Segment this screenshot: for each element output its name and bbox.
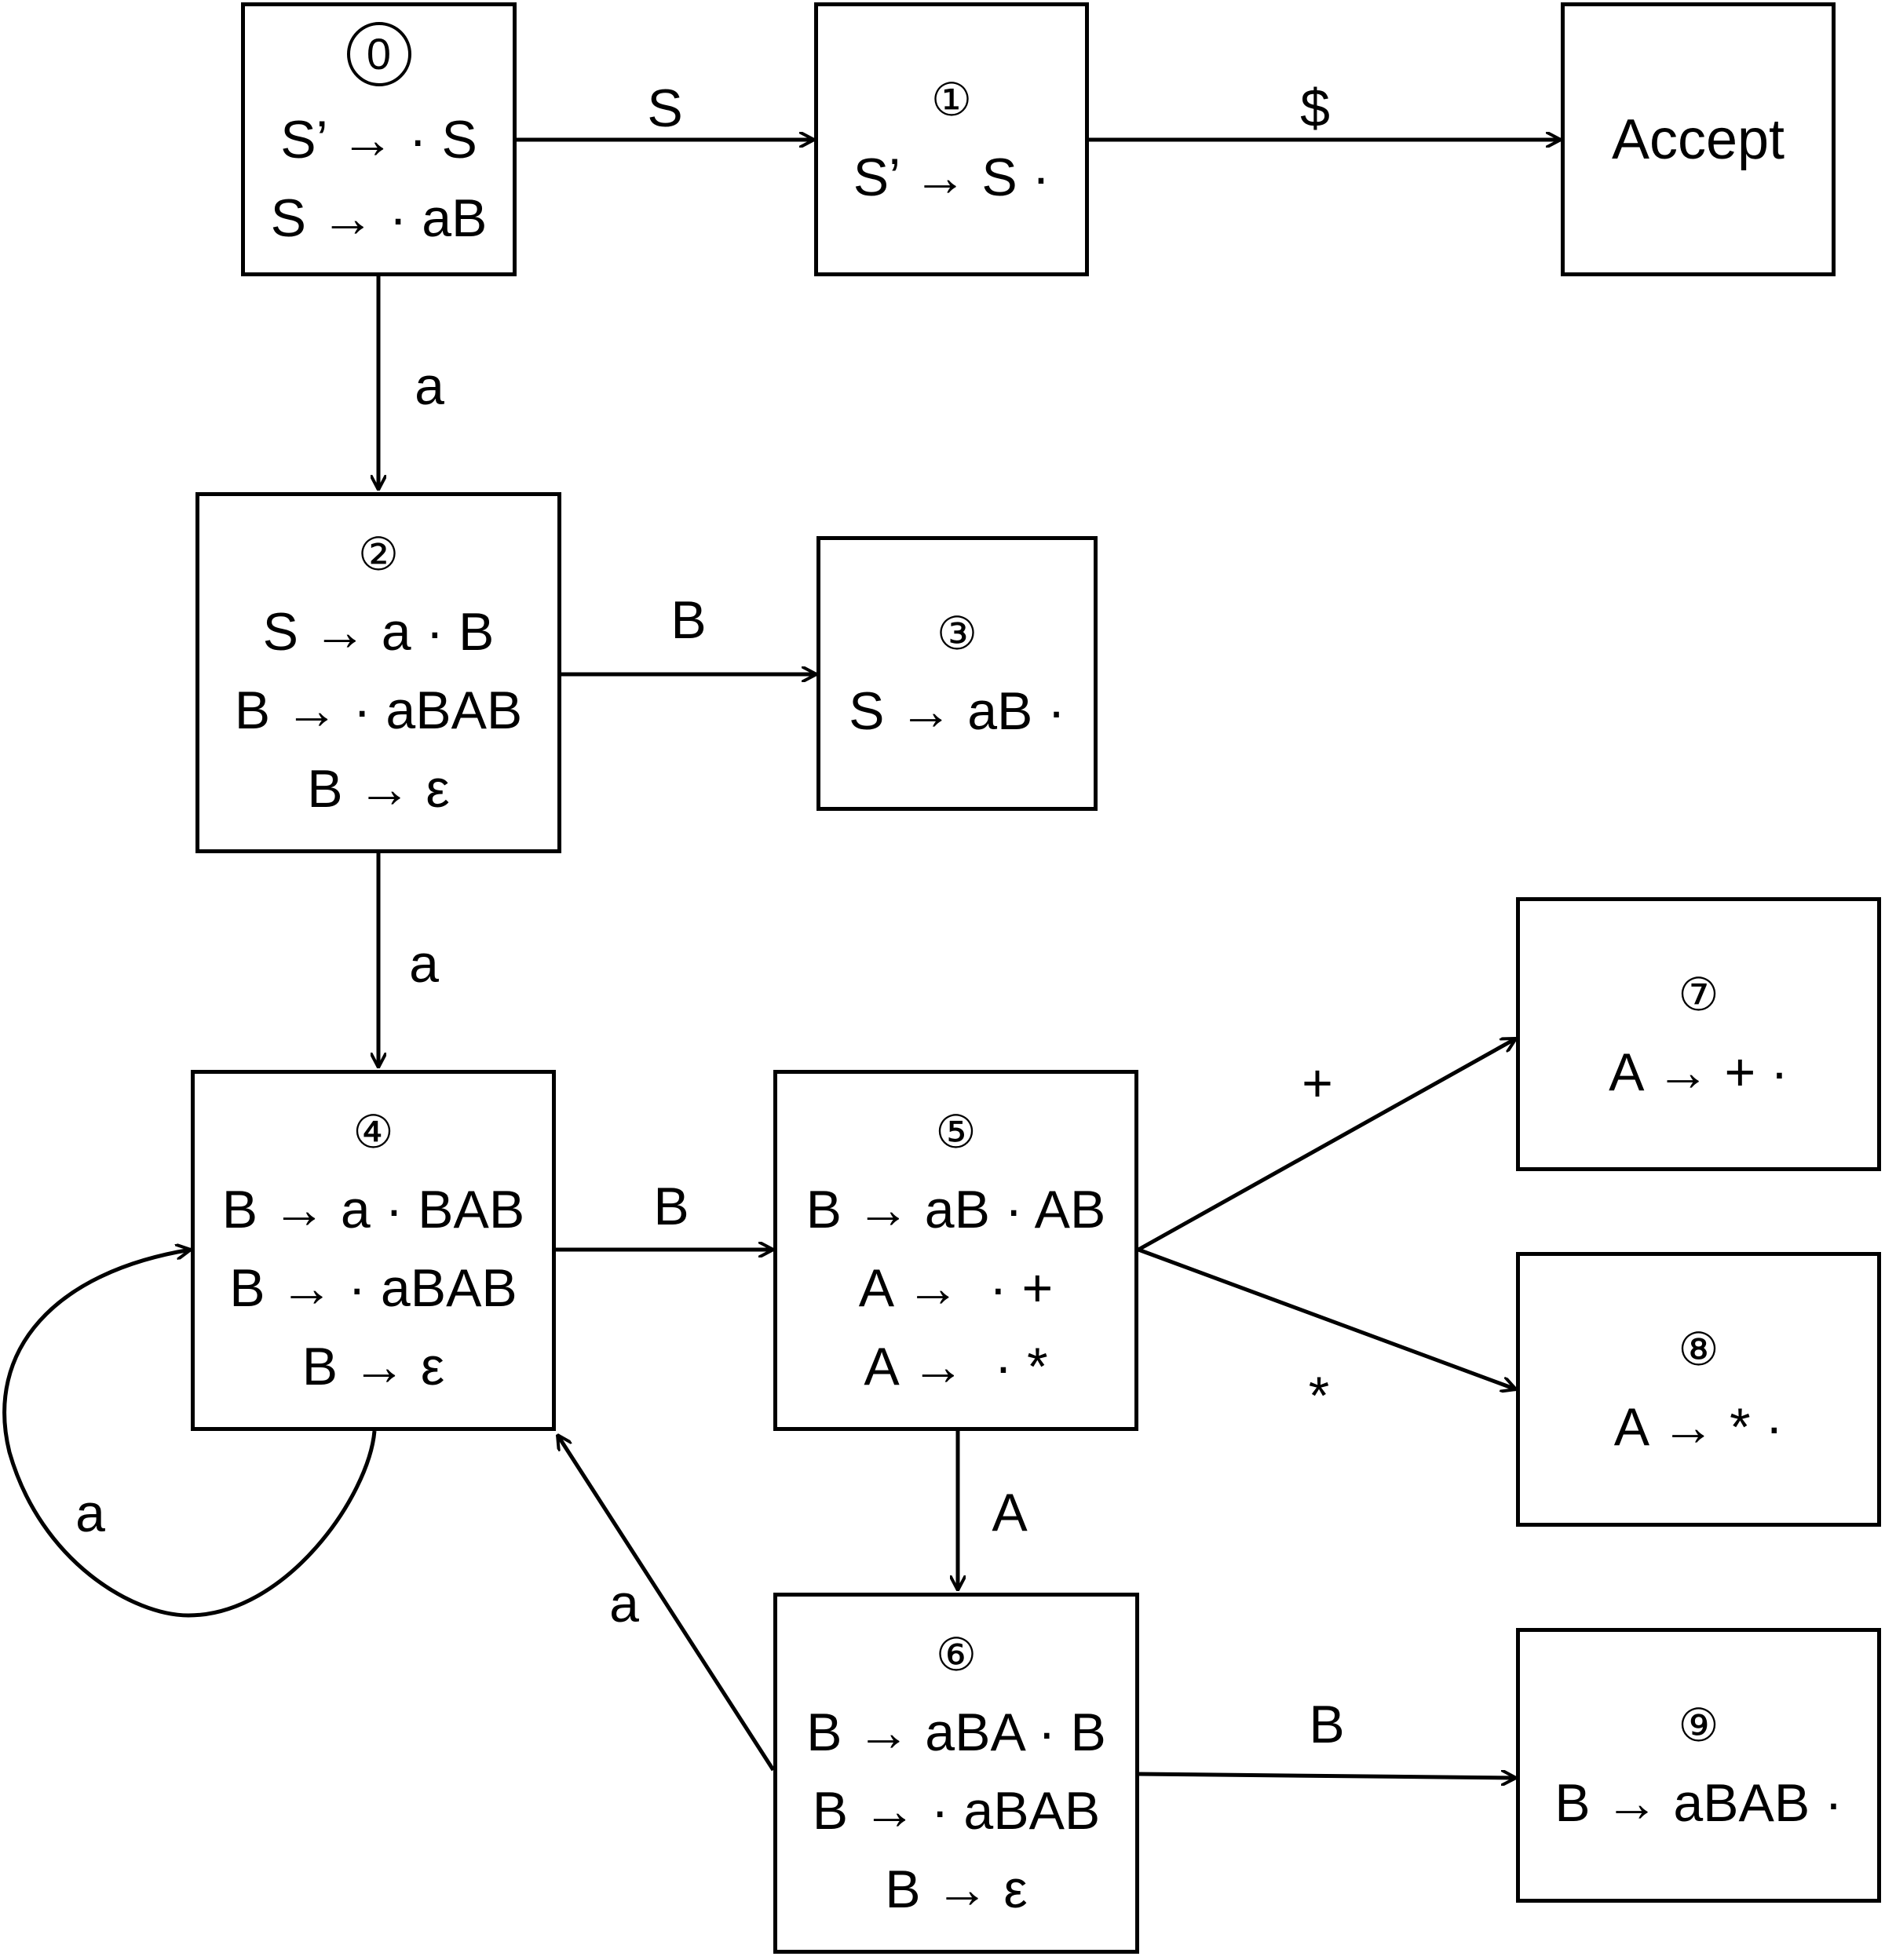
edge-label-1-to-accept: $	[1300, 78, 1330, 138]
state-6-item-1: B → aBA · B	[806, 1703, 1106, 1762]
edge-label-5-to-6: A	[992, 1483, 1028, 1542]
edge-arrow-5-to-7	[1137, 1036, 1516, 1252]
edge-label-0-to-1: S	[647, 78, 683, 138]
edge-label-4-to-5: B	[653, 1177, 689, 1236]
edge-label-2-to-3: B	[670, 590, 707, 650]
state-4-item-3: B → ε	[301, 1337, 445, 1396]
state-2-item-3: B → ε	[307, 759, 450, 819]
edge-arrow-6-to-9	[1138, 1774, 1516, 1778]
state-9-item-1: B → aBAB ·	[1554, 1773, 1843, 1833]
state-1-number: ①	[931, 74, 972, 126]
edge-label-0-to-2: a	[415, 356, 444, 416]
state-3-number: ③	[937, 608, 977, 659]
edge-label-2-to-4: a	[409, 934, 439, 994]
state-5: ⑤ B → aB · AB A → · + A → · *	[773, 1070, 1138, 1431]
state-1: ① S’ → S ·	[814, 2, 1089, 276]
state-4: ④ B → a · BAB B → · aBAB B → ε	[191, 1070, 556, 1431]
edge-arrow-5-to-8	[1138, 1247, 1516, 1389]
state-2-item-1: S → a · B	[262, 602, 495, 662]
state-8: ⑧ A → * ·	[1516, 1252, 1881, 1527]
state-1-item-1: S’ → S ·	[853, 147, 1050, 207]
edge-label-5-to-8: *	[1308, 1366, 1330, 1425]
state-5-item-3: A → · *	[864, 1337, 1048, 1396]
state-6: ⑥ B → aBA · B B → · aBAB B → ε	[773, 1593, 1139, 1954]
state-5-number: ⑤	[935, 1107, 977, 1158]
state-7-number: ⑦	[1678, 969, 1719, 1020]
state-2-item-2: B → · aBAB	[234, 681, 523, 740]
edge-label-4-self-loop: a	[75, 1484, 105, 1543]
state-4-number: ④	[353, 1107, 394, 1158]
state-8-item-1: A → * ·	[1613, 1397, 1784, 1457]
state-9-number: ⑨	[1678, 1700, 1719, 1751]
edge-arrow-6-to-4	[557, 1435, 776, 1772]
state-3-item-1: S → aB ·	[849, 681, 1065, 741]
state-6-number: ⑥	[936, 1630, 977, 1681]
state-6-item-3: B → ε	[885, 1860, 1028, 1919]
state-0: 0 S’ → · S S → · aB	[241, 2, 517, 276]
state-0-item-2: S → · aB	[270, 188, 488, 248]
edge-label-6-to-9: B	[1309, 1695, 1345, 1754]
state-5-item-2: A → · +	[858, 1258, 1054, 1318]
state-0-item-1: S’ → · S	[280, 109, 477, 170]
state-4-item-1: B → a · BAB	[221, 1180, 525, 1239]
state-4-item-2: B → · aBAB	[229, 1258, 517, 1318]
state-3: ③ S → aB ·	[816, 536, 1098, 811]
state-5-item-1: B → aB · AB	[806, 1180, 1106, 1239]
state-7: ⑦ A → + ·	[1516, 897, 1881, 1171]
edge-label-5-to-7: +	[1302, 1053, 1333, 1113]
state-0-number: 0	[346, 21, 411, 86]
edge-label-6-to-4: a	[609, 1574, 639, 1633]
state-7-item-1: A → + ·	[1609, 1042, 1788, 1102]
accept-state: Accept	[1561, 2, 1836, 276]
accept-label: Accept	[1611, 108, 1785, 171]
state-2: ② S → a · B B → · aBAB B → ε	[195, 492, 561, 853]
state-8-number: ⑧	[1678, 1324, 1719, 1375]
state-2-number: ②	[358, 529, 399, 580]
edge-arrow-4-self-loop	[2, 1250, 377, 1618]
state-9: ⑨ B → aBAB ·	[1516, 1628, 1881, 1903]
state-6-item-2: B → · aBAB	[812, 1781, 1101, 1841]
